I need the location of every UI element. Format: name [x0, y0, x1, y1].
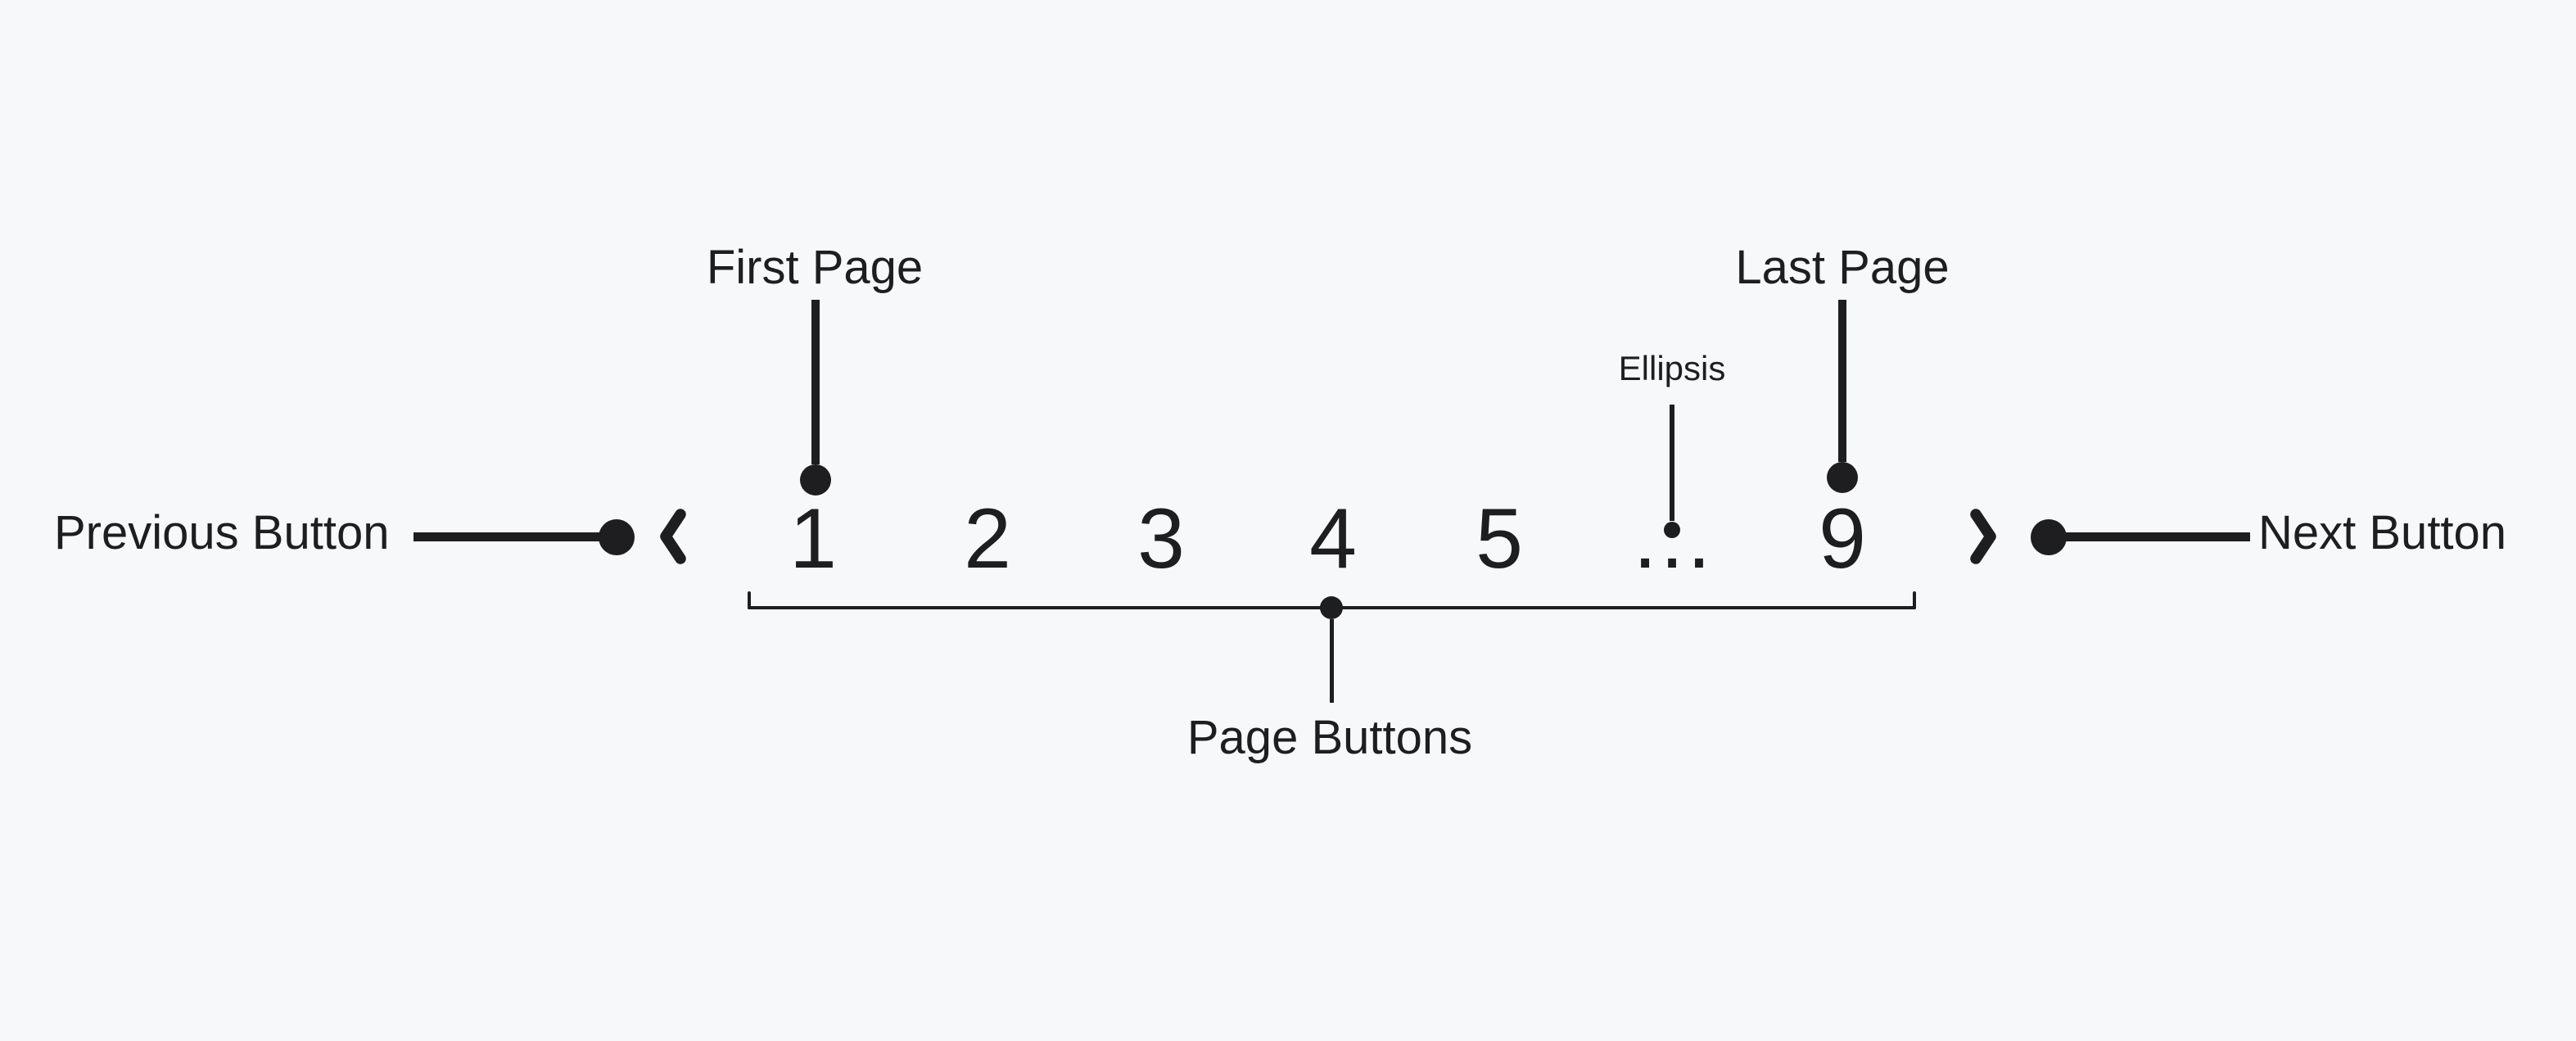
page-button-4[interactable]: 4	[1309, 491, 1357, 586]
last-page-label: Last Page	[1735, 241, 1950, 294]
ellipsis-pointer-line	[1670, 405, 1674, 521]
last-page-pointer-line	[1838, 300, 1846, 462]
page-buttons-stem	[1330, 619, 1334, 703]
page-button-5[interactable]: 5	[1476, 491, 1523, 586]
last-page-pointer-dot	[1827, 462, 1858, 493]
ellipsis-label: Ellipsis	[1618, 349, 1726, 387]
page-button-1[interactable]: 1	[789, 491, 837, 586]
previous-button[interactable]	[658, 508, 689, 565]
first-page-pointer-line	[811, 300, 820, 464]
page-button-3[interactable]: 3	[1137, 491, 1185, 586]
first-page-label: First Page	[706, 241, 924, 294]
page-button-2[interactable]: 2	[964, 491, 1011, 586]
page-button-9[interactable]: 9	[1819, 491, 1866, 586]
ellipsis-pointer-dot	[1664, 522, 1680, 538]
next-pointer-dot	[2031, 519, 2067, 555]
first-page-pointer-dot	[800, 464, 831, 496]
previous-leader-line	[414, 532, 602, 541]
chevron-left-icon	[660, 509, 686, 564]
next-leader-line	[2065, 532, 2250, 541]
bracket-left-tick	[748, 591, 751, 609]
previous-button-label: Previous Button	[54, 506, 390, 559]
page-buttons-label: Page Buttons	[1186, 711, 1473, 764]
previous-pointer-dot	[599, 519, 635, 555]
chevron-right-icon	[1970, 509, 1996, 564]
bracket-right-tick	[1913, 591, 1916, 609]
bracket-midpoint-dot	[1320, 596, 1343, 619]
next-button[interactable]	[1968, 508, 1999, 565]
next-button-label: Next Button	[2258, 506, 2507, 559]
